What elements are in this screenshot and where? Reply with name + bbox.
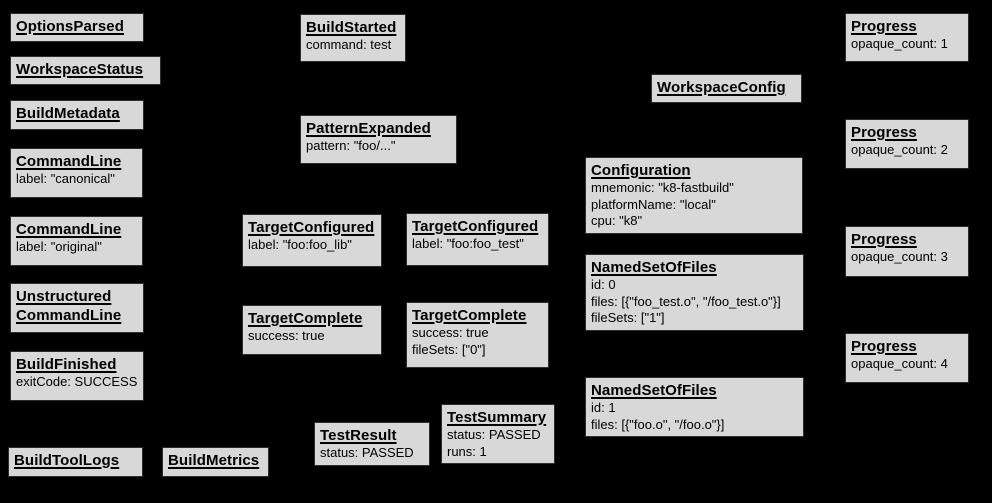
node-field: success: true — [248, 328, 325, 343]
node-field: runs: 1 — [447, 443, 487, 459]
node-field: id: 1 — [591, 400, 616, 415]
node-title: Unstructured CommandLine — [16, 288, 122, 324]
node-field: exitCode: SUCCESS — [16, 374, 138, 389]
node-field: status: PASSED — [447, 427, 541, 442]
node-field: pattern: "foo/..." — [306, 138, 396, 153]
node-title: TargetConfigured — [248, 219, 375, 236]
node-test-result: TestResult status: PASSED — [314, 422, 430, 466]
node-build-tool-logs: BuildToolLogs — [8, 447, 143, 477]
node-configuration: Configuration mnemonic: "k8-fastbuild"pl… — [585, 157, 803, 234]
node-title: BuildFinished — [16, 356, 117, 373]
node-field: opaque_count: 2 — [851, 142, 948, 157]
node-field: opaque_count: 4 — [851, 356, 948, 371]
node-title: NamedSetOfFiles — [591, 259, 717, 276]
node-title: NamedSetOfFiles — [591, 382, 717, 399]
node-progress-1: Progress opaque_count: 1 — [845, 13, 969, 62]
node-target-complete-foo-lib: TargetComplete success: true — [242, 305, 382, 355]
node-unstructured-command-line: Unstructured CommandLine — [10, 283, 144, 333]
node-title: OptionsParsed — [16, 18, 124, 35]
node-title: Progress — [851, 18, 917, 35]
node-progress-4: Progress opaque_count: 4 — [845, 333, 969, 383]
node-title: Progress — [851, 124, 917, 141]
node-title: BuildToolLogs — [14, 452, 120, 469]
node-field: command: test — [306, 37, 392, 52]
node-options-parsed: OptionsParsed — [10, 13, 144, 42]
node-title: WorkspaceStatus — [16, 61, 144, 78]
node-target-configured-foo-test: TargetConfigured label: "foo:foo_test" — [406, 213, 549, 266]
node-field: files: [{"foo_test.o", "/foo_test.o"}] — [591, 293, 781, 309]
node-workspace-config: WorkspaceConfig — [651, 74, 802, 103]
node-title: TestSummary — [447, 409, 547, 426]
node-progress-2: Progress opaque_count: 2 — [845, 119, 969, 169]
node-target-configured-foo-lib: TargetConfigured label: "foo:foo_lib" — [242, 214, 382, 267]
node-field: platformName: "local" — [591, 196, 716, 212]
node-title: CommandLine — [16, 221, 122, 238]
node-title: WorkspaceConfig — [657, 79, 786, 96]
node-field: files: [{"foo.o", "/foo.o"}] — [591, 416, 725, 432]
node-build-finished: BuildFinished exitCode: SUCCESS — [10, 351, 144, 401]
node-command-line-original: CommandLine label: "original" — [10, 216, 143, 266]
node-field: opaque_count: 1 — [851, 36, 948, 51]
node-field: cpu: "k8" — [591, 213, 643, 228]
node-title: TargetConfigured — [412, 218, 539, 235]
node-field: id: 0 — [591, 277, 616, 292]
node-title: TargetComplete — [248, 310, 363, 327]
node-title: PatternExpanded — [306, 120, 431, 137]
node-field: label: "foo:foo_test" — [412, 236, 524, 251]
node-build-started: BuildStarted command: test — [300, 14, 406, 62]
node-build-metadata: BuildMetadata — [10, 100, 144, 130]
node-title: CommandLine — [16, 153, 122, 170]
node-field: mnemonic: "k8-fastbuild" — [591, 180, 734, 195]
node-field: fileSets: ["1"] — [591, 310, 665, 325]
node-pattern-expanded: PatternExpanded pattern: "foo/..." — [300, 115, 457, 164]
node-field: label: "foo:foo_lib" — [248, 237, 352, 252]
node-field: opaque_count: 3 — [851, 249, 948, 264]
node-title: BuildMetadata — [16, 105, 120, 122]
node-field: fileSets: ["0"] — [412, 341, 486, 357]
node-field: status: PASSED — [320, 445, 414, 460]
node-title: BuildMetrics — [168, 452, 260, 469]
node-field: label: "original" — [16, 239, 102, 254]
node-title: Configuration — [591, 162, 691, 179]
node-progress-3: Progress opaque_count: 3 — [845, 226, 969, 277]
node-field: label: "canonical" — [16, 171, 115, 186]
node-title: TargetComplete — [412, 307, 527, 324]
node-title: TestResult — [320, 427, 397, 444]
node-title: Progress — [851, 338, 917, 355]
node-workspace-status: WorkspaceStatus — [10, 56, 161, 85]
node-build-metrics: BuildMetrics — [162, 447, 269, 477]
node-field: success: true — [412, 325, 489, 340]
node-title: Progress — [851, 231, 917, 248]
node-title: BuildStarted — [306, 19, 397, 36]
node-command-line-canonical: CommandLine label: "canonical" — [10, 148, 143, 198]
